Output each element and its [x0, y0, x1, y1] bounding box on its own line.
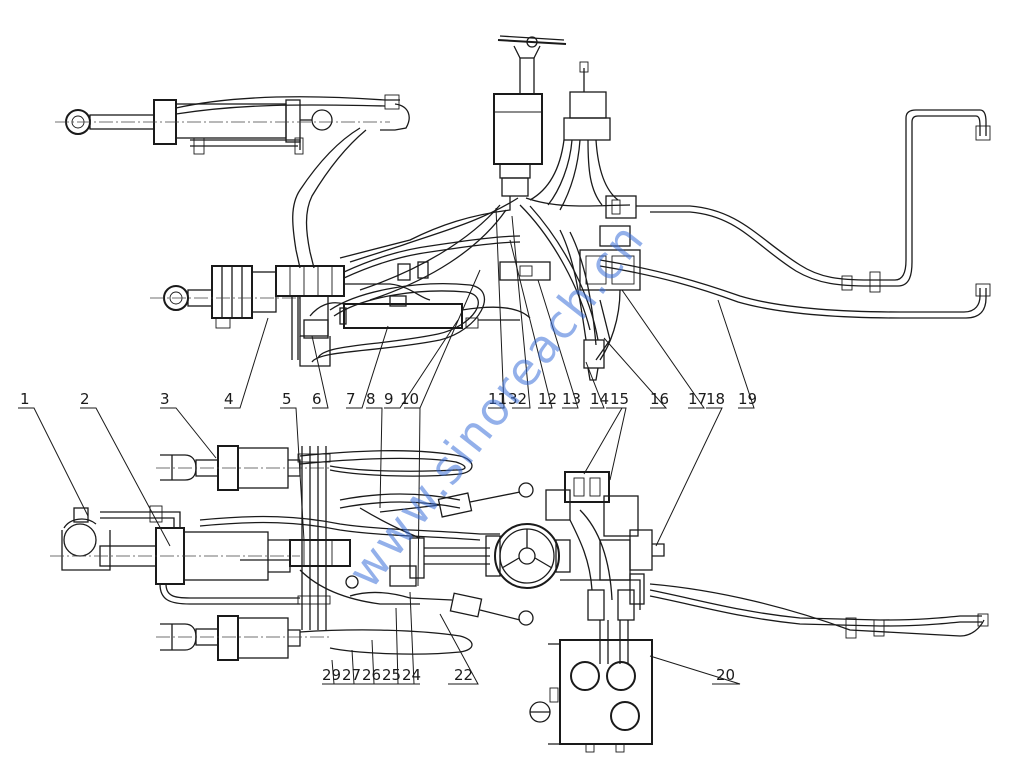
- lift-cylinder-bottom: [156, 615, 473, 661]
- callout-26: 26: [362, 666, 381, 684]
- leader-lines: [18, 207, 755, 685]
- control-valve-lever: [529, 61, 619, 211]
- callout-8: 8: [366, 390, 376, 408]
- steering-wheel-lower: [485, 523, 571, 589]
- valve-group-right: [545, 471, 665, 621]
- callout-18: 18: [706, 390, 725, 408]
- callout-3: 3: [160, 390, 170, 408]
- main-cylinder-lower: [50, 505, 300, 605]
- lower-assembly: [50, 445, 989, 753]
- callout-16: 16: [650, 390, 669, 408]
- callout-24: 24: [402, 666, 421, 684]
- steering-column: [493, 35, 567, 197]
- upper-assembly: [55, 35, 991, 381]
- callout-9: 9: [384, 390, 394, 408]
- ram-lower-lower: [409, 592, 534, 626]
- callout-12: 12: [538, 390, 557, 408]
- callout-25: 25: [382, 666, 401, 684]
- callout-20: 20: [716, 666, 735, 684]
- callout-14: 14: [590, 390, 609, 408]
- callout-22: 22: [454, 666, 473, 684]
- pipes-left-upper: [292, 127, 367, 269]
- callout-17: 17: [688, 390, 707, 408]
- callout-1: 1: [20, 390, 30, 408]
- callout-32: 32: [508, 390, 527, 408]
- callout-7: 7: [346, 390, 356, 408]
- valve-block-upper-left: [275, 235, 521, 367]
- callout-29: 29: [322, 666, 341, 684]
- valve-cluster-lower: [199, 493, 500, 605]
- callout-19: 19: [738, 390, 757, 408]
- central-pipework: [339, 195, 650, 381]
- ram-upper-lower: [379, 482, 534, 518]
- pipes-right-lower: [649, 583, 989, 639]
- steering-cylinder-top: [55, 94, 410, 155]
- callout-15: 15: [610, 390, 629, 408]
- callout-4: 4: [224, 390, 234, 408]
- pipe-19: [599, 259, 991, 319]
- frame-bars: [297, 446, 331, 630]
- callout-27: 27: [342, 666, 361, 684]
- hydraulic-tank: [529, 620, 653, 753]
- callout-5: 5: [282, 390, 292, 408]
- callout-2: 2: [80, 390, 90, 408]
- callout-labels: 4 6 7 9 10 11 32 12 13 14 15 16 17 18 19…: [20, 390, 757, 684]
- callout-10: 10: [400, 390, 419, 408]
- callout-11: 11: [488, 390, 507, 408]
- filter-upper: [309, 283, 531, 363]
- pipe-right-upper: [650, 109, 991, 293]
- callout-13: 13: [562, 390, 581, 408]
- callout-6: 6: [312, 390, 322, 408]
- lift-cylinder-top: [156, 445, 473, 491]
